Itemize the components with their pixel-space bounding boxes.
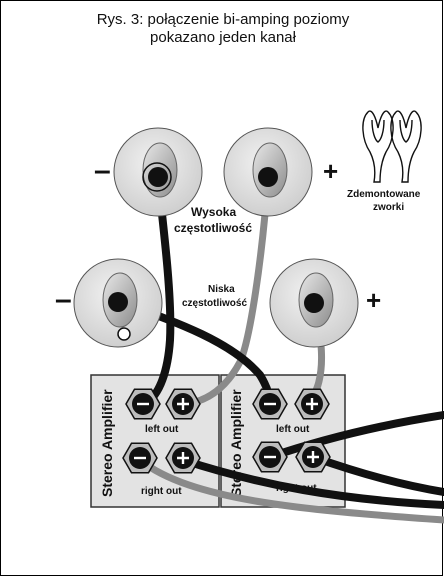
amp1-left-plus-terminal xyxy=(165,388,201,420)
grey-cable-right-out xyxy=(136,456,444,524)
amplifier-1-right-out-label: right out xyxy=(141,486,182,497)
black-cable-high-minus xyxy=(141,174,175,408)
removed-jumpers-label-line-2: zworki xyxy=(373,202,404,213)
terminal-high-plus xyxy=(223,127,313,217)
amp2-right-plus-terminal xyxy=(295,441,331,473)
plus-symbol-icon xyxy=(177,452,189,464)
black-cables xyxy=(116,174,444,509)
plus-symbol-icon xyxy=(177,398,189,410)
terminal-hole xyxy=(108,292,128,312)
terminal-hole xyxy=(304,293,324,313)
amplifier-2-left-out-label: left out xyxy=(276,424,310,435)
amp2-left-plus-terminal xyxy=(294,388,330,420)
amp2-left-minus-terminal xyxy=(252,388,288,420)
plus-symbol-icon xyxy=(307,451,319,463)
high-frequency-label-line-1: Wysoka xyxy=(191,205,236,219)
removed-jumpers-icon xyxy=(362,110,422,183)
title-line-2: pokazano jeden kanał xyxy=(150,29,296,46)
amp1-right-minus-terminal xyxy=(122,442,158,474)
terminal-hole xyxy=(258,167,278,187)
plus-sign-high: + xyxy=(323,156,338,186)
terminal-low-plus xyxy=(269,258,359,348)
minus-sign-low: – xyxy=(55,283,72,316)
diagram-title: Rys. 3: połączenie bi-amping poziomy pok… xyxy=(1,11,442,47)
amp-terminals xyxy=(122,388,331,474)
minus-sign-high: – xyxy=(94,154,111,187)
black-cable-amp1-right-plus xyxy=(179,456,444,509)
low-frequency-label-line-2: częstotliwość xyxy=(182,298,247,309)
plus-symbol-icon xyxy=(306,398,318,410)
grey-cable-high-plus xyxy=(180,174,272,408)
low-frequency-label-line-1: Niska xyxy=(208,284,235,295)
amp1-right-plus-terminal xyxy=(165,442,201,474)
amplifier-1-name: Stereo Amplifier xyxy=(99,389,115,497)
amplifier-1-left-out-label: left out xyxy=(145,424,179,435)
removed-jumpers-label-line-1: Zdemontowane xyxy=(347,189,421,200)
terminal-hole xyxy=(148,167,168,187)
title-line-1: Rys. 3: połączenie bi-amping poziomy xyxy=(96,11,350,28)
amplifier-2-name: Stereo Amplifier xyxy=(228,389,244,497)
amp2-right-minus-terminal xyxy=(252,441,288,473)
terminal-small-ring xyxy=(117,327,131,341)
jumper-right xyxy=(390,110,422,183)
terminal-high-minus xyxy=(113,127,203,217)
amp1-left-minus-terminal xyxy=(125,388,161,420)
terminal-low-minus xyxy=(73,258,163,348)
plus-sign-low: + xyxy=(366,285,381,315)
jumper-left xyxy=(362,110,394,183)
high-frequency-label-line-2: częstotliwość xyxy=(174,221,252,235)
black-cable-amp2-right-minus xyxy=(266,411,444,461)
